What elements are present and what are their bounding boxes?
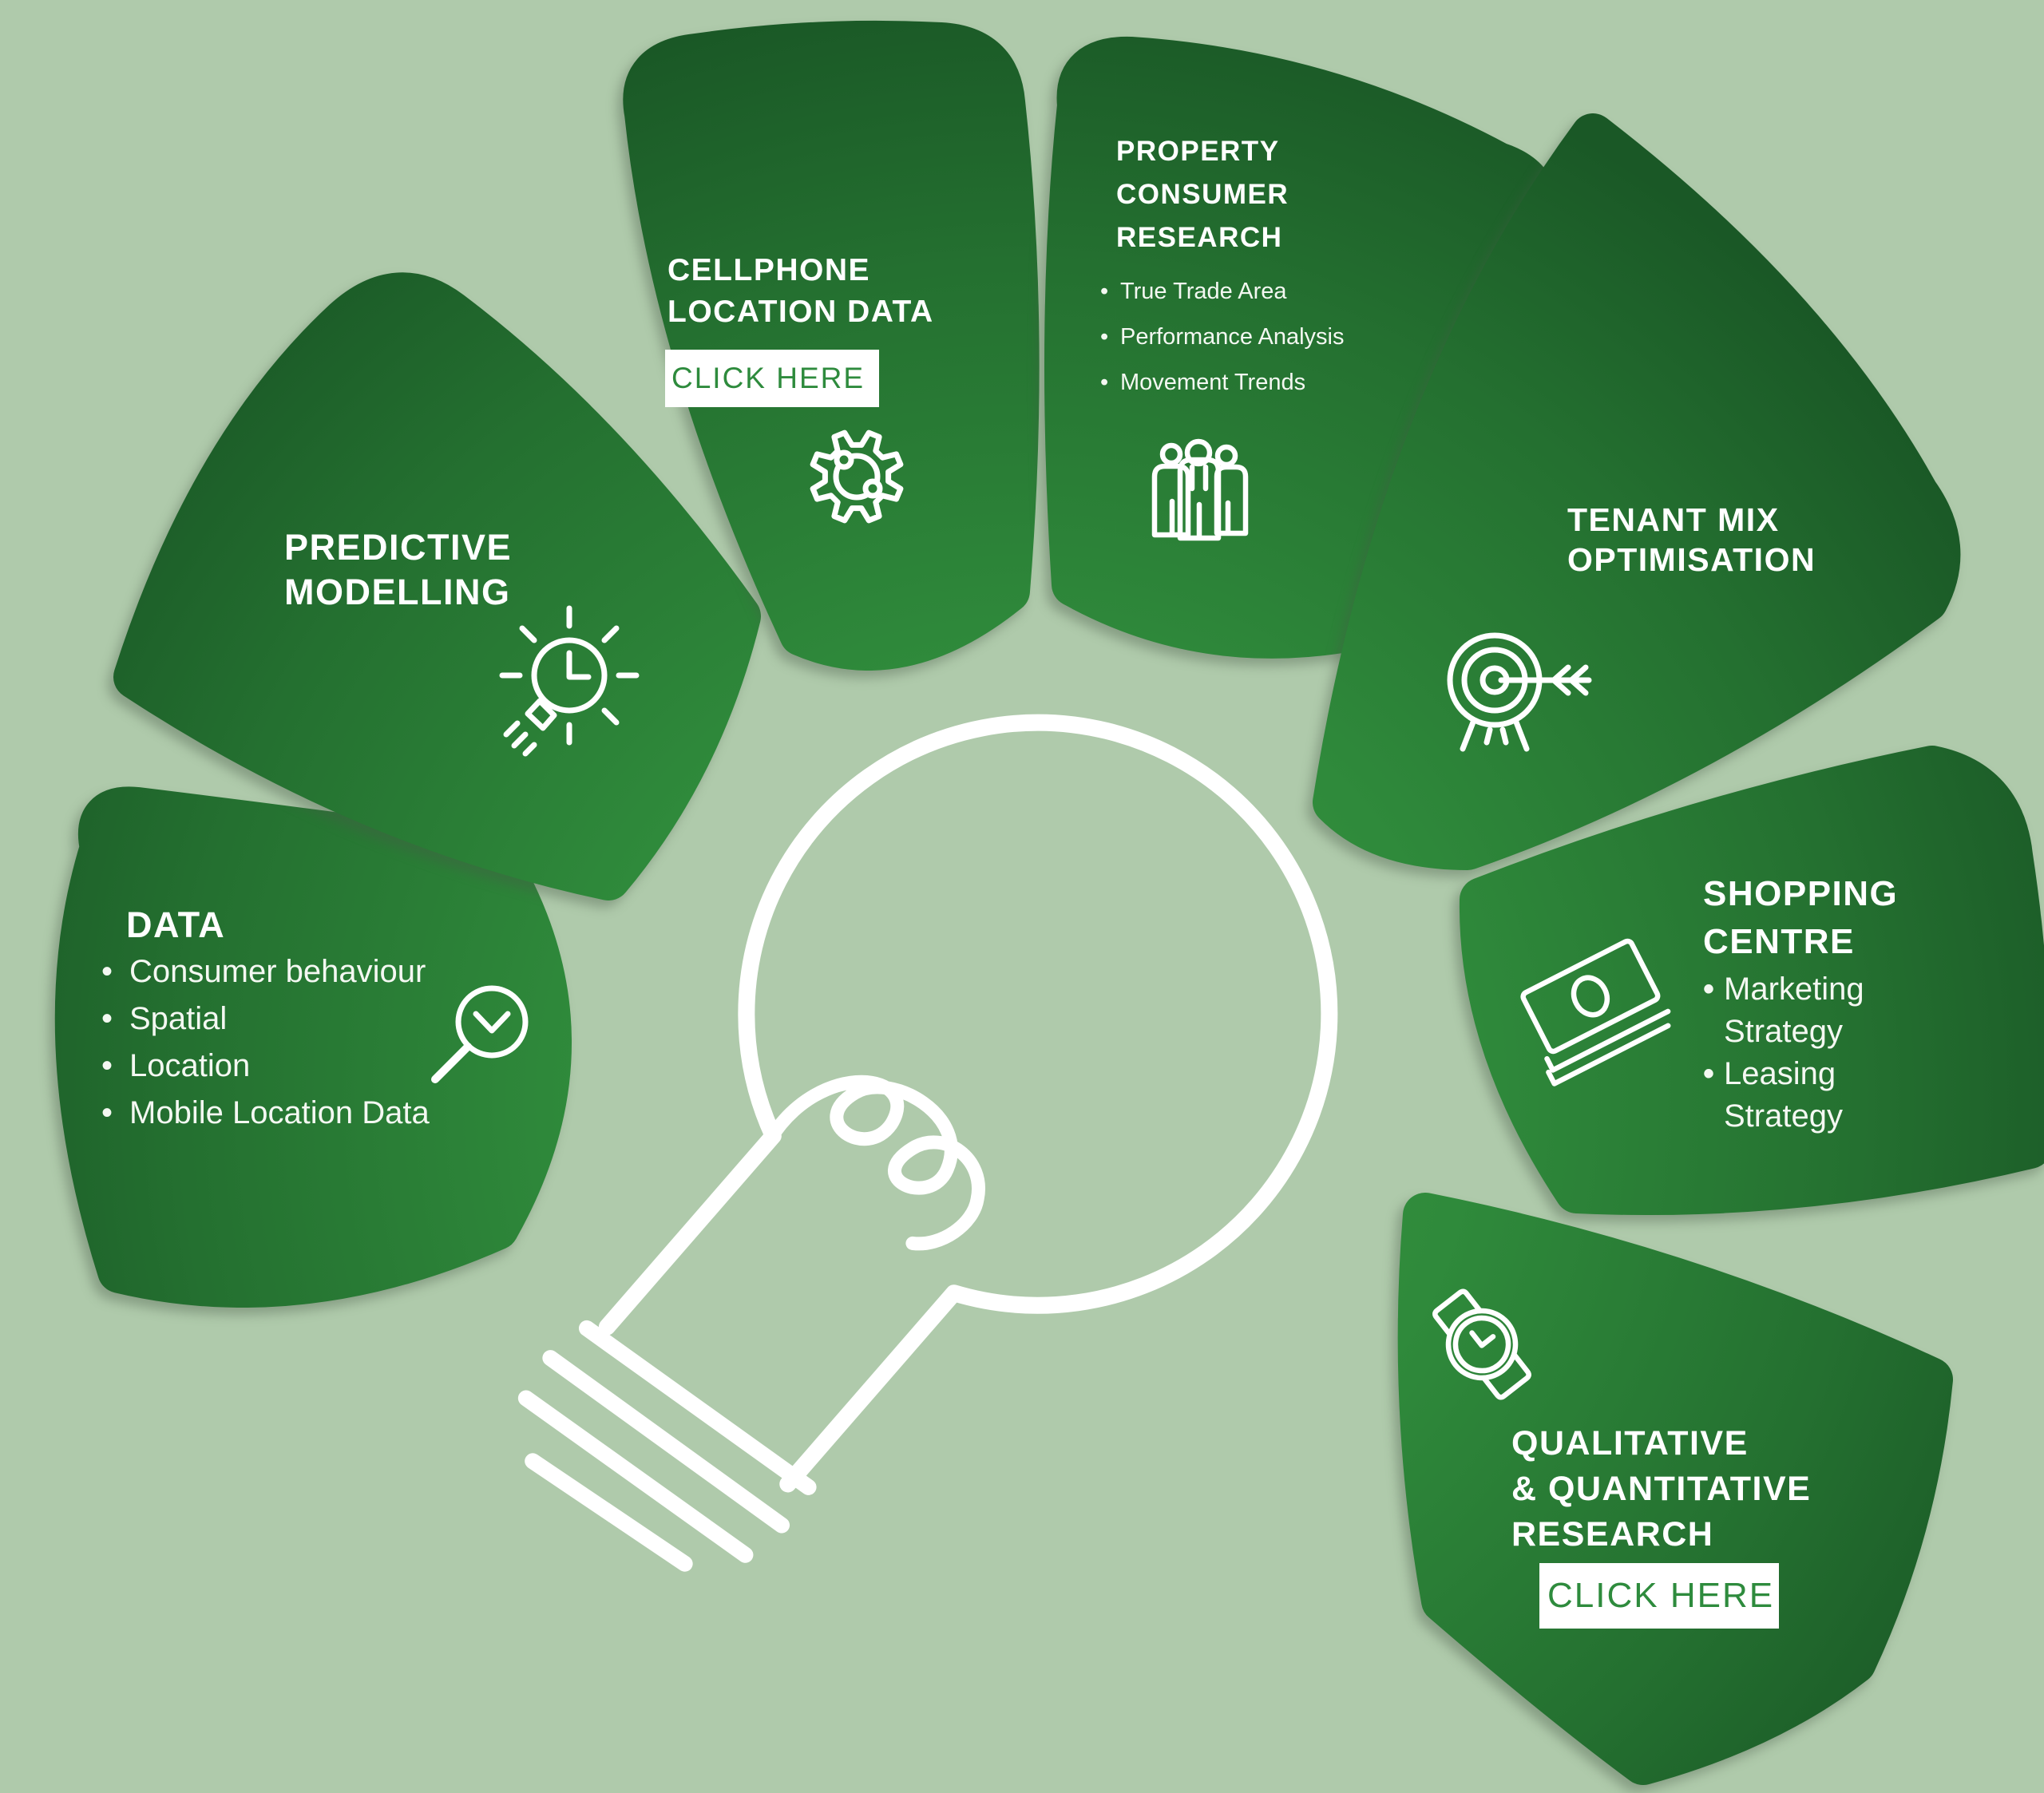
- gear-network-icon: [810, 429, 904, 524]
- segment-cellphone-location-data-title: CELLPHONE LOCATION DATA: [667, 250, 934, 333]
- title-line: CENTRE: [1703, 922, 1855, 961]
- bullet-item: Mobile Location Data: [101, 1090, 501, 1137]
- segment-property-consumer-research-title: PROPERTY CONSUMER RESEARCH: [1116, 130, 1289, 259]
- cellphone-click-here-button[interactable]: CLICK HERE: [665, 350, 879, 407]
- qualitative-click-here-button[interactable]: CLICK HERE: [1539, 1563, 1779, 1629]
- bullet-item: Performance Analysis: [1100, 315, 1476, 360]
- title-line: & QUANTITATIVE: [1511, 1470, 1812, 1508]
- title-line: TENANT MIX: [1567, 501, 1780, 538]
- title-line: PROPERTY: [1116, 136, 1280, 167]
- bullet-item: Spatial: [101, 995, 501, 1043]
- title-line: QUALITATIVE: [1511, 1424, 1749, 1463]
- segment-property-bullets: True Trade Area Performance Analysis Mov…: [1100, 269, 1476, 406]
- title-line: PREDICTIVE: [284, 527, 513, 568]
- segment-data-bullets: Consumer behaviour Spatial Location Mobi…: [101, 948, 501, 1137]
- bullet-item: Marketing Strategy: [1703, 968, 1943, 1053]
- segment-predictive-modelling-title: PREDICTIVE MODELLING: [284, 525, 512, 615]
- bullet-item: Consumer behaviour: [101, 948, 501, 995]
- banknotes-icon: [1520, 938, 1671, 1086]
- wedge-predictive-modelling: [113, 272, 761, 900]
- segment-qualitative-quantitative-title: QUALITATIVE & QUANTITATIVE RESEARCH: [1511, 1421, 1811, 1557]
- title-line: RESEARCH: [1116, 222, 1283, 253]
- target-arrow-icon: [1447, 632, 1592, 752]
- people-group-icon: [1151, 438, 1249, 541]
- bullet-item: Movement Trends: [1100, 360, 1476, 406]
- title-line: LOCATION DATA: [667, 295, 934, 329]
- title-line: RESEARCH: [1511, 1515, 1714, 1554]
- segment-data-title: DATA: [126, 904, 225, 947]
- title-line: CONSUMER: [1116, 179, 1289, 210]
- title-line: MODELLING: [284, 572, 511, 612]
- bullet-item: Location: [101, 1043, 501, 1090]
- bullet-item: Leasing Strategy: [1703, 1053, 1943, 1138]
- title-line: CELLPHONE: [667, 253, 871, 287]
- segment-shopping-centre-title: SHOPPING CENTRE: [1703, 870, 1898, 966]
- lightbulb-sketch-icon: [517, 714, 1338, 1572]
- segment-shopping-bullets: Marketing Strategy Leasing Strategy: [1703, 968, 1943, 1138]
- title-line: DATA: [126, 904, 226, 945]
- segment-tenant-mix-optimisation-title: TENANT MIX OPTIMISATION: [1567, 500, 1816, 580]
- lightbulb-idea-icon: [499, 605, 640, 757]
- wristwatch-icon: [1432, 1288, 1531, 1400]
- title-line: SHOPPING: [1703, 874, 1899, 913]
- title-line: OPTIMISATION: [1567, 541, 1816, 578]
- wedge-cellphone-location-data: [623, 20, 1040, 671]
- bullet-item: True Trade Area: [1100, 269, 1476, 315]
